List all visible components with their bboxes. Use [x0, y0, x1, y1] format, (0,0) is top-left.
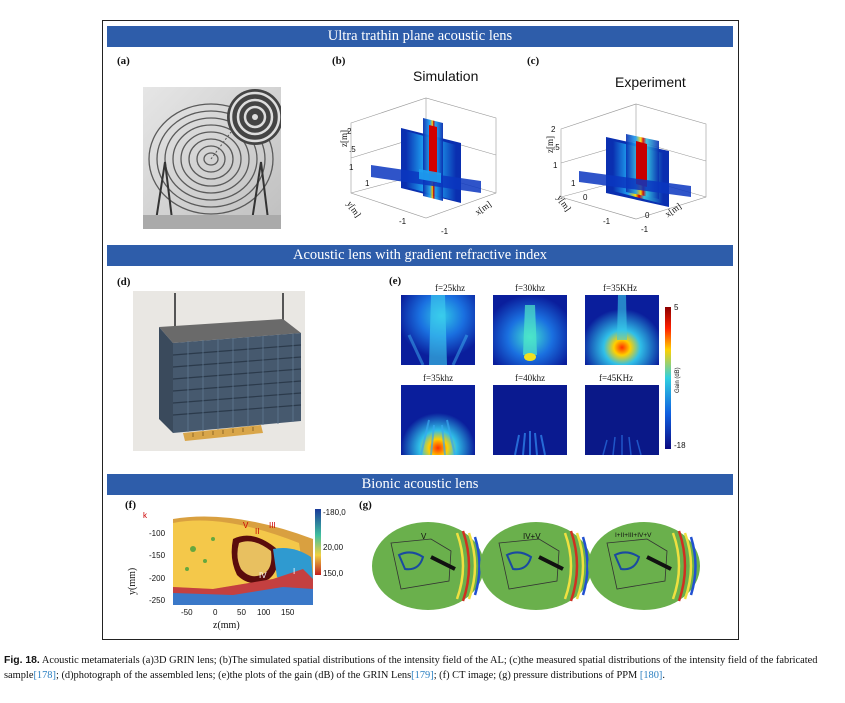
- pressure-label-all: I+II+III+IV+V: [615, 532, 652, 539]
- caption-ref-180[interactable]: [180]: [639, 669, 663, 681]
- gain-map-label-4: f=35khz: [423, 373, 454, 383]
- sim-z-tick-1: 1: [349, 163, 354, 172]
- ct-ytick-4: -250: [149, 596, 166, 605]
- pressure-label-v: V: [421, 532, 427, 541]
- section-banner-grin: Acoustic lens with gradient refractive i…: [107, 245, 733, 266]
- gain-map-25khz: [401, 295, 475, 365]
- sim-z-tick-15: .5: [349, 145, 356, 154]
- ct-colorbar: [315, 509, 321, 575]
- assembled-lens-photo: [133, 291, 305, 451]
- gain-map-35khz-b: [401, 385, 475, 455]
- simulation-3d-plot: [331, 83, 511, 233]
- gain-map-label-6: f=45KHz: [599, 373, 634, 383]
- exp-z-tick-1: 1: [553, 161, 558, 170]
- caption-text-2: ; (d)photograph of the assembled lens; (…: [55, 669, 412, 681]
- caption-ref-178[interactable]: [178]: [33, 669, 56, 681]
- ct-xtick-3: 50: [237, 608, 246, 617]
- caption-text-4: .: [662, 669, 665, 681]
- panel-label-f: (f): [125, 499, 136, 511]
- ct-label-iv: IV: [259, 571, 267, 580]
- colorbar-top-value: 5: [674, 303, 679, 312]
- ct-label-v: V: [243, 521, 249, 530]
- gain-map-45khz: [585, 385, 659, 455]
- exp-y-tick-0: 0: [583, 193, 588, 202]
- gain-map-30khz: [493, 295, 567, 365]
- pressure-plot-iv-v: [479, 521, 593, 611]
- panel-label-a: (a): [117, 55, 130, 67]
- ct-image: [173, 509, 315, 605]
- section-banner-ultrathin: Ultra trathin plane acoustic lens: [107, 26, 733, 47]
- experiment-3d-plot: [541, 89, 723, 235]
- ct-xtick-1: -50: [181, 608, 193, 617]
- ct-corner-mark: k: [143, 511, 147, 520]
- colorbar-label: Gain (dB): [675, 367, 681, 393]
- caption-ref-179[interactable]: [179]: [411, 669, 434, 681]
- exp-z-tick-15: .5: [553, 143, 560, 152]
- ct-xtick-2: 0: [213, 608, 218, 617]
- colorbar-bottom-value: -18: [674, 441, 686, 450]
- caption-text-1: Acoustic metamaterials (a)3D GRIN lens; …: [4, 655, 818, 681]
- exp-z-tick-2: 2: [551, 125, 556, 134]
- simulation-title: Simulation: [413, 68, 479, 84]
- panel-label-g: (g): [359, 499, 372, 511]
- panel-label-c: (c): [527, 55, 540, 67]
- ct-ytick-2: -150: [149, 551, 166, 560]
- ct-label-iii: III: [269, 521, 276, 530]
- pressure-plot-all: [587, 521, 701, 611]
- panel-label-e: (e): [389, 275, 402, 287]
- exp-x-tick-0: 0: [645, 211, 650, 220]
- ct-cbar-top: -180,0: [323, 508, 346, 517]
- gain-map-label-3: f=35KHz: [603, 283, 638, 293]
- ct-ytick-3: -200: [149, 574, 166, 583]
- ct-label-i: I: [293, 567, 296, 576]
- gain-map-label-2: f=30khz: [515, 283, 546, 293]
- gain-map-label-5: f=40khz: [515, 373, 546, 383]
- panel-label-b: (b): [332, 55, 346, 67]
- ct-x-axis-label: z(mm): [213, 620, 240, 631]
- exp-y-tick-m1: -1: [603, 217, 611, 226]
- pressure-plot-v: [371, 521, 485, 611]
- figure-frame: Ultra trathin plane acoustic lens Acoust…: [102, 20, 739, 640]
- figure-caption: Fig. 18. Acoustic metamaterials (a)3D GR…: [4, 654, 838, 683]
- ct-xtick-5: 150: [281, 608, 295, 617]
- experiment-title: Experiment: [615, 74, 686, 90]
- grin-lens-photo: [143, 87, 281, 229]
- sim-z-tick-2: 2: [347, 127, 352, 136]
- ct-label-ii: II: [255, 527, 260, 536]
- caption-text-3: ; (f) CT image; (g) pressure distributio…: [433, 669, 640, 681]
- ct-y-axis-label: y(mm): [127, 567, 138, 595]
- exp-y-tick-1: 1: [571, 179, 576, 188]
- gain-map-35khz-a: [585, 295, 659, 365]
- pressure-label-iv-v: IV+V: [523, 532, 541, 541]
- exp-x-tick-m1: -1: [641, 225, 649, 234]
- sim-x-tick-m1: -1: [441, 227, 449, 236]
- panel-label-d: (d): [117, 276, 131, 288]
- caption-fig-label: Fig. 18.: [4, 655, 40, 666]
- gain-colorbar: [665, 307, 671, 449]
- ct-xtick-4: 100: [257, 608, 271, 617]
- ct-ytick-1: -100: [149, 529, 166, 538]
- section-banner-bionic: Bionic acoustic lens: [107, 474, 733, 495]
- gain-map-40khz: [493, 385, 567, 455]
- sim-y-tick-m1: -1: [399, 217, 407, 226]
- gain-map-label-1: f=25khz: [435, 283, 466, 293]
- sim-y-tick-1: 1: [365, 179, 370, 188]
- ct-cbar-bottom: 150,0: [323, 569, 344, 578]
- ct-cbar-mid: 20,00: [323, 543, 344, 552]
